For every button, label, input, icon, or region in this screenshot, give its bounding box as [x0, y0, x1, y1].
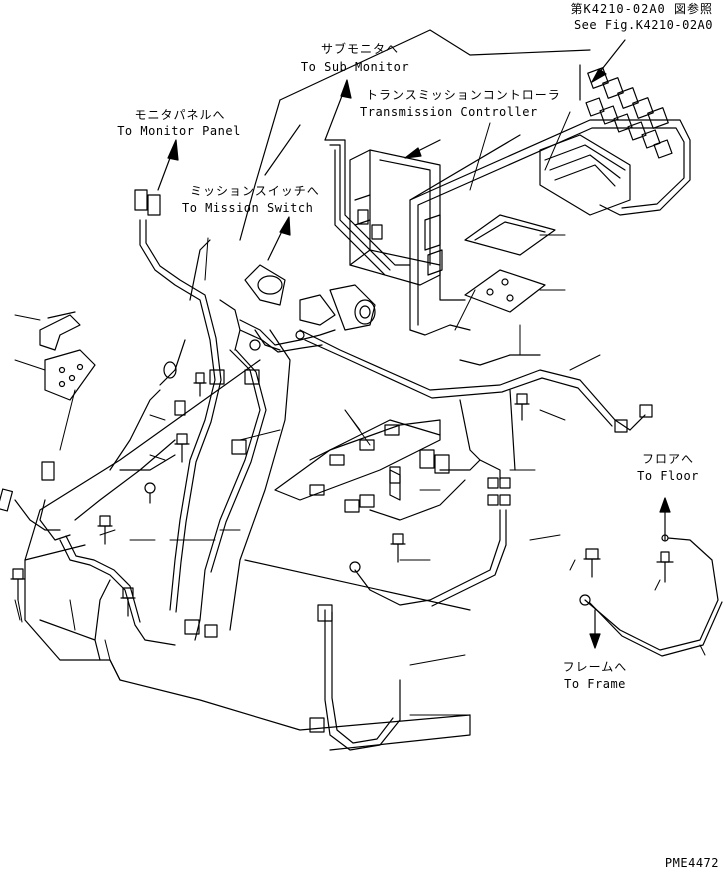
lower-harness-loop — [309, 604, 401, 751]
reference-label-en: See Fig.K4210-02A0 — [573, 18, 713, 32]
bolt — [174, 400, 186, 416]
mission-switch-cluster — [219, 264, 376, 353]
cab-floor-outline — [24, 359, 471, 751]
arrow-to-frame — [589, 609, 601, 649]
mission-switch-label-jp: ミッションスイッチへ — [190, 184, 320, 198]
bolt — [389, 466, 401, 484]
bolt — [174, 433, 190, 463]
harness-right-side — [299, 329, 653, 607]
brackets-center-right — [424, 214, 556, 313]
mission-switch-label-en: To Mission Switch — [182, 201, 314, 215]
arrow-to-mission-switch — [267, 216, 291, 261]
bolt — [390, 533, 406, 563]
frame-label-en: To Frame — [564, 677, 626, 691]
bolt-parts — [10, 361, 674, 617]
monitor-panel-label-en: To Monitor Panel — [117, 124, 241, 138]
bolt — [97, 515, 113, 545]
cab-wall-lines — [239, 29, 591, 241]
leader-lines — [14, 111, 706, 716]
ground-straps — [349, 534, 723, 657]
left-brackets — [39, 311, 96, 401]
frame-label-jp: フレームへ — [562, 660, 628, 674]
transmission-controller-label-jp: トランスミッションコントローラ — [366, 88, 561, 102]
bolt — [144, 482, 156, 504]
monitor-panel-label-jp: モニタパネルへ — [134, 108, 226, 122]
transmission-controller-label-en: Transmission Controller — [360, 105, 538, 119]
arrow-transmission-controller — [404, 139, 441, 159]
center-connector-plate — [274, 419, 481, 521]
floor-label-jp: フロアへ — [641, 452, 694, 466]
bolt — [193, 372, 207, 397]
bolt — [514, 393, 530, 421]
main-harness-top — [324, 119, 691, 336]
bolt — [10, 568, 26, 601]
bolt — [163, 361, 177, 379]
arrow-reference — [591, 39, 626, 83]
harness-left-side — [0, 189, 291, 646]
bolt — [583, 548, 601, 578]
arrow-to-monitor-panel — [157, 139, 179, 191]
figure-code: PME4472 — [664, 856, 719, 870]
connector-cluster-top-right — [539, 67, 673, 216]
bolt — [120, 587, 136, 617]
reference-label-jp: 第K4210-02A0 図参照 — [570, 2, 713, 16]
arrow-to-floor — [659, 497, 671, 541]
floor-label-en: To Floor — [637, 469, 699, 483]
sub-monitor-label-jp: サブモニタへ — [320, 42, 399, 56]
bolt — [656, 551, 674, 583]
arrow-to-sub-monitor — [324, 79, 352, 141]
sub-monitor-label-en: To Sub Monitor — [300, 60, 410, 74]
